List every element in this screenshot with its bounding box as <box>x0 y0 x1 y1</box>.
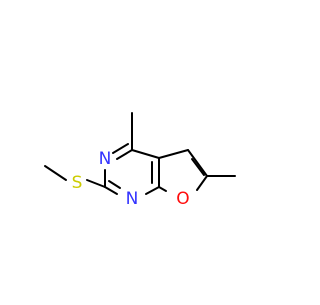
bonds <box>44 112 236 195</box>
bond-c4a-c5 <box>158 149 189 159</box>
bond-c5-c6-double <box>191 158 205 176</box>
bond-c6-o <box>196 175 208 191</box>
molecule-diagram: N N S O <box>44 112 236 209</box>
atom-label-o: O <box>176 189 189 209</box>
atom-labels: N N S O <box>72 149 190 209</box>
bond-c2-n1-double <box>108 180 121 189</box>
bond-s-methyl <box>44 165 67 181</box>
bond-c2-s <box>86 179 106 188</box>
bond-c4a-c4 <box>131 149 160 159</box>
bond-c4-n3-double <box>112 143 129 154</box>
structure-canvas: N N S O <box>44 112 236 209</box>
bond-c2-n1 <box>104 186 118 195</box>
bond-c4-n3 <box>116 149 133 160</box>
atom-label-n3: N <box>99 149 112 169</box>
atom-label-s: S <box>72 173 83 193</box>
bond-c5-c6 <box>187 149 208 177</box>
bond-c7a-o <box>158 186 167 192</box>
atom-label-n1: N <box>126 189 139 209</box>
bond-n1-c7a <box>145 186 160 195</box>
